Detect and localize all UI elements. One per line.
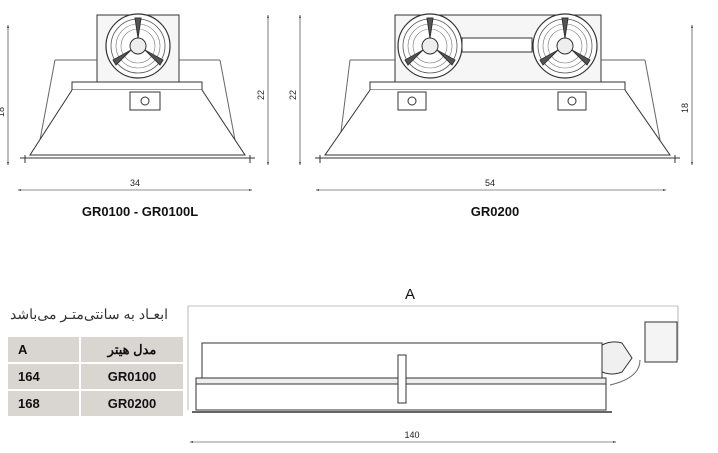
gr0200-front-view [299, 13, 693, 191]
overall-length-label: A [405, 286, 415, 303]
cell-a: 168 [8, 391, 79, 416]
side-view [187, 305, 679, 443]
gr0200-caption: GR0200 [471, 204, 519, 219]
header-model: مدل هیتر [81, 337, 183, 362]
gr0100-width-label: 34 [130, 178, 140, 188]
body-length-label: 140 [404, 430, 419, 440]
units-note: ابعـاد به سانتی‌متـر می‌باشد [10, 306, 168, 322]
cell-model: GR0200 [81, 391, 183, 416]
gr0100-front-view [7, 13, 269, 191]
gr0200-height-left-label: 22 [288, 90, 298, 100]
gr0100-height-left-label: 18 [0, 107, 6, 117]
cell-a: 164 [8, 364, 79, 389]
table-row: 164 GR0100 [8, 364, 183, 389]
gr0200-width-label: 54 [485, 178, 495, 188]
gr0100-caption: GR0100 - GR0100L [82, 204, 198, 219]
gr0100-height-right-label: 22 [256, 90, 266, 100]
table-row: 168 GR0200 [8, 391, 183, 416]
cell-model: GR0100 [81, 364, 183, 389]
header-a: A [8, 337, 79, 362]
model-dimensions-table: A مدل هیتر 164 GR0100 168 GR0200 [6, 335, 185, 418]
gr0200-height-right-label: 18 [680, 103, 690, 113]
table-header-row: A مدل هیتر [8, 337, 183, 362]
